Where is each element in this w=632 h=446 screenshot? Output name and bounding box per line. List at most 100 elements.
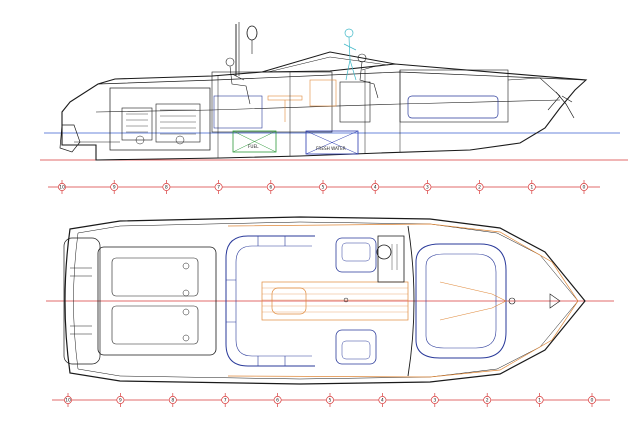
bow-walkway (439, 281, 507, 321)
deck-fitting-4 (182, 334, 190, 342)
station-top-number: 6 (269, 185, 272, 191)
seat-cushion-splits (226, 236, 286, 366)
station-bottom-number: 6 (276, 398, 279, 404)
stern-ladders (70, 267, 92, 335)
station-bottom-number: 2 (486, 398, 489, 404)
station-top-number: 3 (426, 185, 429, 191)
engine-block-1 (121, 107, 153, 141)
station-bottom-marker (116, 396, 125, 404)
bow-anchor (555, 91, 575, 119)
station-top-number: 4 (374, 185, 377, 191)
station-bottom-number: 9 (119, 398, 122, 404)
saloon-seat-base (213, 95, 263, 129)
engine-block-2 (155, 103, 201, 143)
hull-plan-outline (64, 216, 586, 385)
engine-room (109, 87, 211, 151)
deck-fitting-1 (182, 262, 190, 270)
station-top-number: 7 (217, 185, 220, 191)
bow-sunpad-inner (425, 253, 497, 349)
cockpit-seating-inner (235, 245, 312, 357)
station-top-number: 8 (165, 185, 168, 191)
bow-cleat (508, 297, 516, 305)
station-bottom-marker (430, 396, 439, 404)
station-bottom-number: 5 (329, 398, 332, 404)
station-bottom-marker (273, 396, 282, 404)
seated-figure-helm (357, 53, 379, 99)
station-bottom-number: 4 (381, 398, 384, 404)
station-top-marker (58, 183, 66, 191)
cockpit-seating-u (225, 235, 315, 367)
saloon-compartment (211, 71, 333, 133)
aft-sunpad (97, 246, 217, 356)
station-bottom-marker (378, 396, 387, 404)
console-instruments (391, 244, 398, 270)
teak-planking (262, 287, 408, 313)
plan-view (46, 216, 614, 385)
station-top-number: 1 (530, 185, 533, 191)
cockpit-teak-floor (261, 281, 409, 321)
fresh-water-tank: FRESH WATER (305, 130, 359, 155)
station-top-number: 2 (478, 185, 481, 191)
station-bottom-marker (588, 396, 596, 404)
helm-seat-port-back (341, 242, 371, 262)
station-top-marker (266, 183, 275, 191)
sunpad-cushion-lower (111, 305, 199, 345)
windscreen (261, 51, 396, 73)
seated-figure-aft (225, 57, 251, 105)
station-top-marker (475, 183, 484, 191)
anchor-windlass (549, 293, 561, 309)
forward-berth (407, 95, 499, 119)
fresh-water-tank-label: FRESH WATER (316, 146, 346, 151)
teak-deck-outline (227, 223, 579, 378)
bow-deck-fittings (507, 77, 561, 111)
hull-plan-inner (73, 221, 579, 380)
helm-seat-port (335, 237, 377, 273)
station-bottom-marker (64, 396, 72, 404)
station-top-number: 5 (322, 185, 325, 191)
sheer-line (97, 71, 587, 85)
bow-sunpad (415, 243, 507, 359)
saloon-table (267, 95, 303, 101)
mast-top-light (246, 25, 258, 41)
station-top-marker (527, 183, 536, 191)
station-top-marker (214, 183, 223, 191)
steering-wheel (376, 244, 392, 260)
helm-console-plan (377, 235, 405, 283)
station-top-marker (162, 183, 171, 191)
floor-fitting (343, 297, 349, 303)
sunpad-cushion-upper (111, 257, 199, 297)
station-top-number: 9 (113, 185, 116, 191)
helm-seat-stbd (335, 329, 377, 365)
engine-detail (126, 109, 196, 135)
helm-console (339, 81, 371, 123)
bulkhead-lines (217, 70, 401, 158)
station-top-marker (319, 183, 327, 191)
station-bottom-marker (168, 396, 177, 404)
galley-cabinet (309, 79, 337, 107)
windscreen-plan (407, 225, 415, 377)
engine-pulley-1 (135, 135, 145, 145)
station-top-marker (580, 183, 588, 191)
stern-drive (59, 124, 81, 153)
station-top-number: 10 (59, 185, 65, 191)
swim-platform (63, 237, 101, 365)
standing-figure-helm (343, 28, 357, 81)
deck-fitting-2 (182, 289, 190, 297)
fuel-tank: FUEL (232, 130, 277, 153)
station-top-marker (110, 183, 119, 191)
station-bottom-marker (483, 396, 492, 404)
station-bottom-number: 10 (65, 398, 71, 404)
side-profile-view: FUEL FRESH WATER (40, 22, 628, 161)
helm-seat-stbd-back (341, 340, 371, 360)
station-bottom-number: 3 (433, 398, 436, 404)
station-bottom-number: 0 (591, 398, 594, 404)
hull-side-outline (61, 63, 588, 161)
station-top-marker (371, 183, 380, 191)
station-bottom-number: 8 (171, 398, 174, 404)
station-bottom-marker (535, 396, 544, 404)
station-top-marker (423, 183, 432, 191)
station-bottom-marker (326, 396, 334, 404)
station-bottom-number: 7 (224, 398, 227, 404)
